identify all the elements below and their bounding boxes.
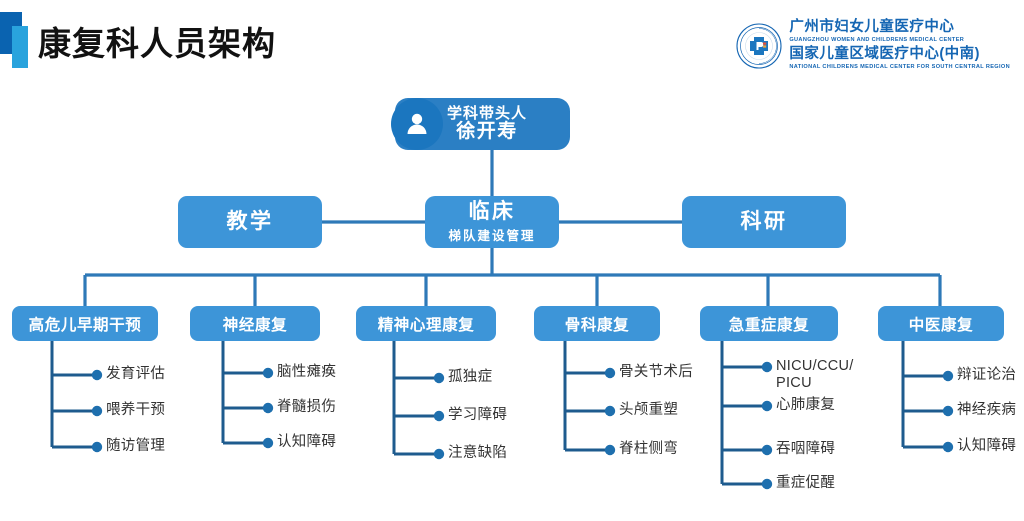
leaf-item: 认知障碍: [277, 434, 337, 450]
category-box-1[interactable]: 高危儿早期干预: [12, 306, 158, 341]
node-research-label: 科研: [740, 210, 788, 234]
category-box-3[interactable]: 精神心理康复: [356, 306, 496, 341]
leaf-item: 辩证论治: [957, 367, 1017, 383]
node-clinical[interactable]: 临床 梯队建设管理: [425, 196, 559, 248]
leaf-item: 注意缺陷: [448, 445, 508, 461]
category-label-1: 高危儿早期干预: [28, 316, 142, 334]
logo-en-line1: GUANGZHOU WOMEN AND CHILDRENS MEDICAL CE…: [789, 37, 965, 44]
category-label-2: 神经康复: [222, 316, 288, 334]
leaf-item: 骨关节术后: [619, 364, 693, 380]
page-header: 康复科人员架构 广州市妇女儿童医疗中心 GUANGZHOU WOMEN AND …: [0, 0, 1024, 88]
node-research[interactable]: 科研: [682, 196, 846, 248]
leaf-item: 重症促醒: [776, 475, 836, 491]
logo-en-line2: NATIONAL CHILDRENS MEDICAL CENTER FOR SO…: [789, 64, 1010, 71]
category-box-2[interactable]: 神经康复: [190, 306, 320, 341]
node-teaching-label: 教学: [226, 210, 274, 234]
leaf-item: 学习障碍: [448, 407, 508, 423]
leaf-item: 发育评估: [106, 366, 166, 382]
leaf-item: 神经疾病: [957, 402, 1017, 418]
leaf-item: 吞咽障碍: [776, 441, 836, 457]
node-clinical-label: 临床: [468, 199, 516, 223]
leaf-item: NICU/CCU/ PICU: [776, 358, 854, 391]
leaf-item: 喂养干预: [106, 402, 166, 418]
leaf-item: 心肺康复: [776, 397, 836, 413]
leaf-item: 脑性瘫痪: [277, 364, 337, 380]
accent-bar-light: [12, 26, 28, 68]
node-clinical-sublabel: 梯队建设管理: [448, 229, 536, 244]
logo-cn-line2: 国家儿童区域医疗中心(中南): [789, 46, 980, 63]
leaf-item: 脊柱侧弯: [619, 441, 679, 457]
category-box-4[interactable]: 骨科康复: [534, 306, 660, 341]
category-label-3: 精神心理康复: [377, 316, 475, 334]
logo-cn-line1: 广州市妇女儿童医疗中心: [789, 19, 955, 35]
category-label-4: 骨科康复: [564, 316, 630, 334]
leader-name-label: 徐开寿: [456, 120, 518, 142]
node-discipline-leader[interactable]: 学科带头人 徐开寿: [391, 98, 570, 150]
category-box-5[interactable]: 急重症康复: [700, 306, 838, 341]
leaf-item: 孤独症: [448, 369, 493, 385]
leaf-item: 头颅重塑: [619, 402, 679, 418]
category-label-5: 急重症康复: [728, 316, 810, 334]
category-box-6[interactable]: 中医康复: [878, 306, 1004, 341]
node-teaching[interactable]: 教学: [178, 196, 322, 248]
hospital-logo: 广州市妇女儿童医疗中心 GUANGZHOU WOMEN AND CHILDREN…: [736, 19, 1010, 71]
leaf-item: 随访管理: [106, 438, 166, 454]
leader-role-label: 学科带头人: [447, 105, 528, 123]
hospital-emblem-icon: [736, 23, 782, 69]
page-title: 康复科人员架构: [38, 25, 276, 62]
person-avatar-icon: [391, 98, 443, 150]
leaf-item: 脊髓损伤: [277, 399, 337, 415]
leaf-item: 认知障碍: [957, 438, 1017, 454]
category-label-6: 中医康复: [908, 316, 974, 334]
